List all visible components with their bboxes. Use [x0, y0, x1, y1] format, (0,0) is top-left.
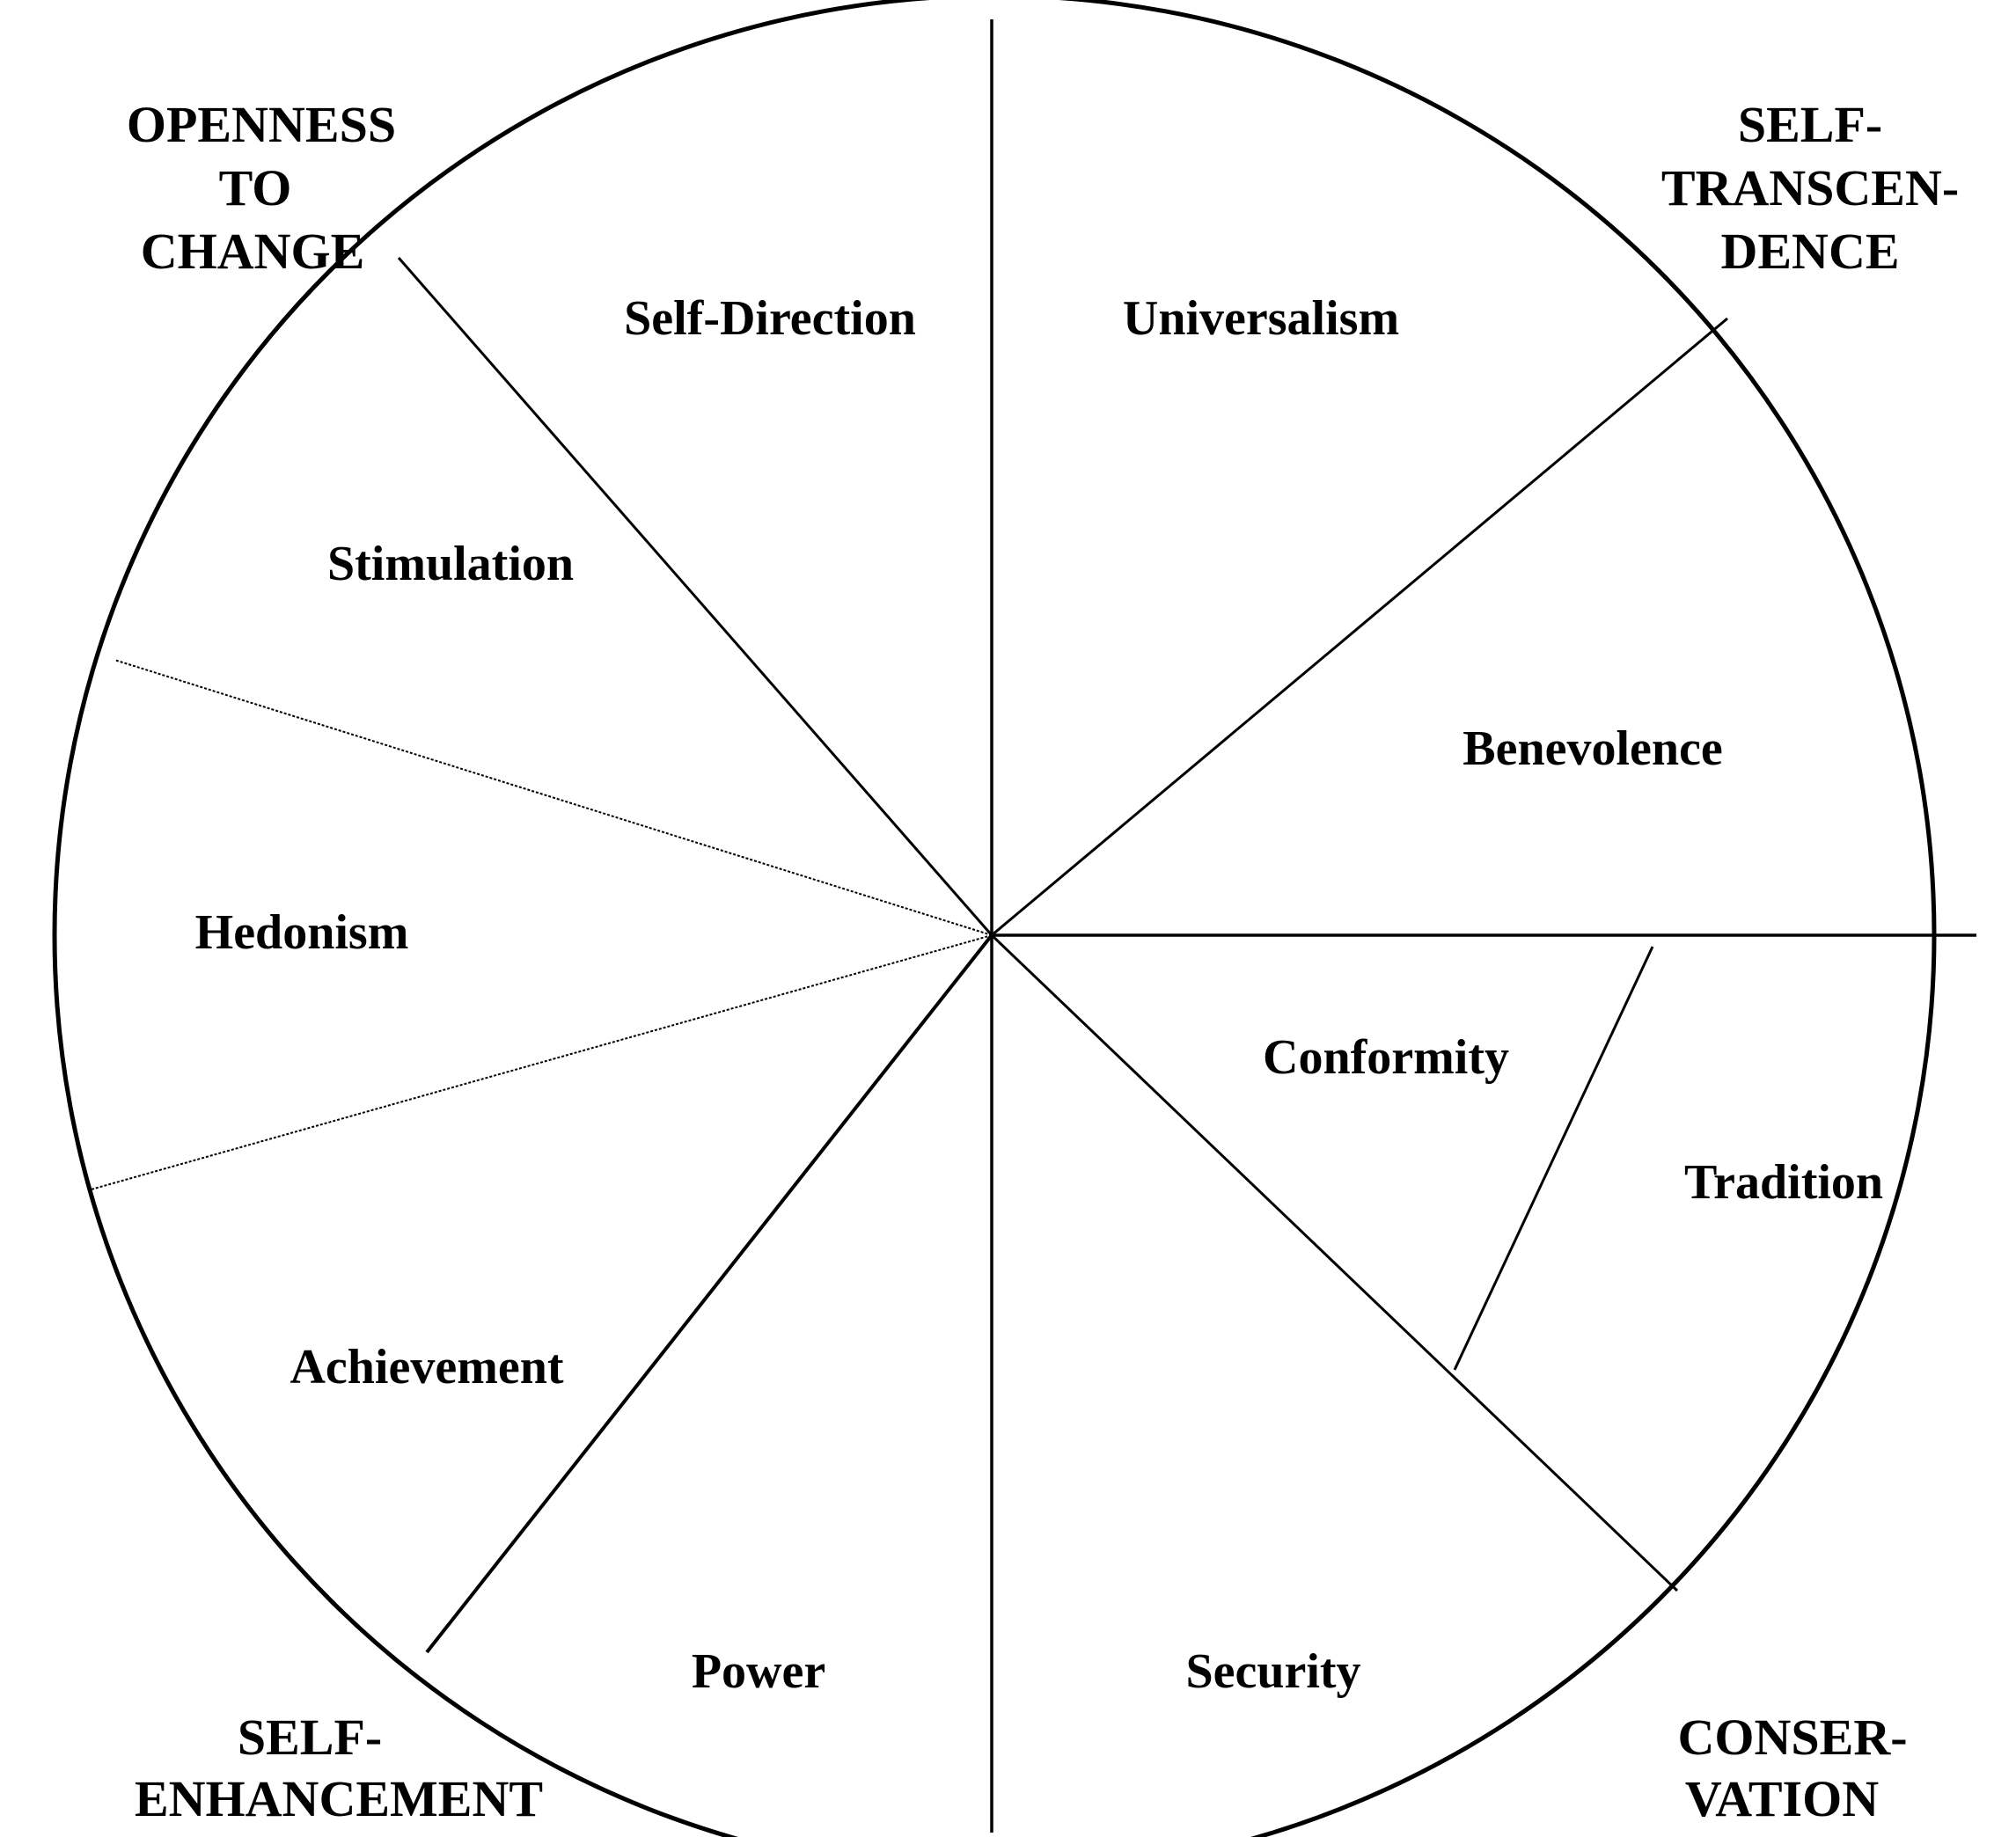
label-self-direction: Self-Direction	[624, 291, 916, 346]
label-achievement: Achievement	[290, 1340, 563, 1394]
label-stimulation: Stimulation	[327, 537, 574, 591]
dimension-self-transcendence-line3: DENCE	[1720, 223, 1899, 280]
divider-self-direction-stimulation	[397, 257, 993, 936]
label-benevolence: Benevolence	[1463, 721, 1722, 776]
divider-universalism-benevolence	[991, 317, 1728, 937]
dimension-conservation-line1: CONSER-	[1677, 1709, 1907, 1766]
dimension-conservation-line2: VATION	[1685, 1770, 1879, 1827]
label-power: Power	[692, 1644, 825, 1699]
divider-achievement-power	[425, 933, 993, 1654]
divider-conformity-tradition	[1453, 946, 1654, 1371]
divider-stimulation-hedonism	[114, 659, 993, 936]
dimension-openness-line2: TO	[219, 159, 292, 216]
dimension-openness-line1: OPENNESS	[127, 96, 396, 153]
label-universalism: Universalism	[1123, 291, 1399, 346]
dimension-openness-line3: CHANGE	[141, 223, 365, 280]
dimension-self-transcendence-line2: TRANSCEN-	[1661, 159, 1959, 216]
dimension-self-enhancement-line1: SELF-	[238, 1709, 382, 1766]
dimension-self-transcendence-line1: SELF-	[1738, 96, 1882, 153]
label-conformity: Conformity	[1263, 1030, 1509, 1085]
divider-hedonism-achievement	[87, 934, 993, 1191]
label-security: Security	[1185, 1644, 1360, 1699]
label-tradition: Tradition	[1684, 1155, 1883, 1210]
divider-conformity-security	[990, 933, 1679, 1592]
dimension-self-enhancement-line2: ENHANCEMENT	[135, 1770, 543, 1827]
label-hedonism: Hedonism	[195, 905, 409, 960]
